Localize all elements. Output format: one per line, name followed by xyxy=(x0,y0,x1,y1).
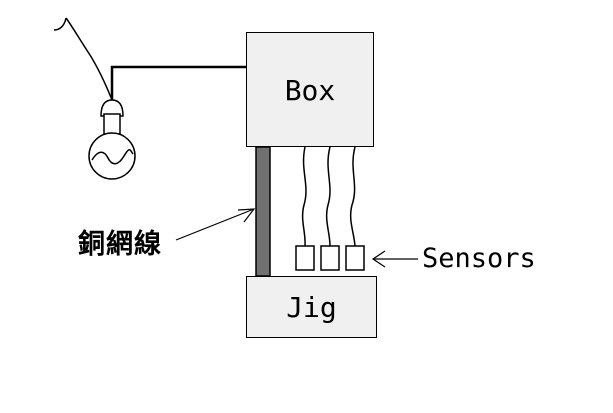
sensor-2 xyxy=(320,245,340,271)
bulb-to-box-wire xyxy=(110,65,246,100)
sensors-label: Sensors xyxy=(422,243,536,274)
copper-mesh-bar xyxy=(255,146,271,277)
copper-mesh-label: 銅網線 xyxy=(78,229,162,260)
power-cord xyxy=(53,17,113,101)
box-label: Box xyxy=(284,74,336,107)
sensor-1 xyxy=(295,245,315,271)
sensor-wire-3 xyxy=(349,146,356,247)
box-block: Box xyxy=(246,32,374,147)
light-bulb-icon xyxy=(88,99,136,180)
sensor-wire-2 xyxy=(325,146,331,247)
sensor-wire-1 xyxy=(301,146,307,247)
sensor-3 xyxy=(345,245,365,271)
sensors-arrow xyxy=(371,250,418,268)
copper-mesh-arrow xyxy=(175,208,256,241)
jig-block: Jig xyxy=(246,276,377,338)
jig-label: Jig xyxy=(286,290,337,324)
